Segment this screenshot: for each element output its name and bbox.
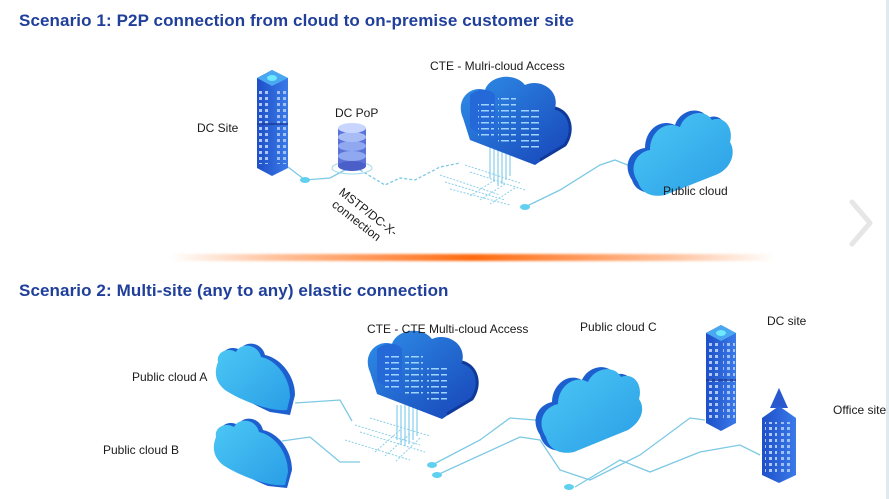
label-public-cloud-b: Public cloud B (103, 443, 180, 457)
dc-pop-database-icon (331, 123, 373, 175)
link-cte-dc-site (436, 417, 706, 481)
label-dc-site: DC Site (197, 121, 239, 135)
label-office-site: Office site (833, 403, 887, 417)
dc-site-building-icon (706, 325, 736, 431)
s2-connection-lines (281, 399, 761, 488)
s2-node-dot (564, 484, 574, 490)
public-cloud-b-icon (213, 418, 292, 488)
s1-node-dot (520, 204, 530, 210)
cte-cte-cloud-server-icon (367, 330, 479, 419)
chevron-right-icon (849, 199, 873, 247)
public-cloud-a-icon (215, 343, 295, 415)
label-dc-pop: DC PoP (335, 106, 379, 120)
s2-node-dot (432, 472, 442, 478)
link-dcsite-pop (287, 166, 346, 181)
s1-fanout-lines (439, 164, 526, 206)
public-cloud-icon (627, 110, 733, 196)
link-cloud-b (281, 436, 360, 463)
scenario-1-title: Scenario 1: P2P connection from cloud to… (19, 11, 575, 30)
s1-connection-lines (287, 159, 641, 208)
s2-cte-wires (396, 405, 418, 446)
link-cte-cloud-c (431, 417, 546, 466)
label-public-cloud-c: Public cloud C (580, 320, 657, 334)
label-public-cloud-a: Public cloud A (132, 370, 208, 384)
link-office (574, 444, 761, 488)
label-public-cloud: Public cloud (663, 184, 728, 198)
label-dc-site-2: DC site (767, 314, 807, 328)
next-slide-button[interactable] (846, 198, 876, 248)
scenario-2-title: Scenario 2: Multi-site (any to any) elas… (19, 281, 449, 300)
scrollbar-track[interactable] (886, 0, 889, 499)
cte-cloud-server-icon (460, 76, 572, 165)
label-cte-multicloud: CTE - Mulri-cloud Access (430, 59, 565, 73)
link-pop-cte (359, 162, 461, 186)
s2-node-dot (427, 462, 437, 468)
section-divider (170, 254, 775, 261)
dc-site-building-icon (257, 70, 288, 176)
s1-node-dot (300, 177, 310, 183)
label-cte-cte-multicloud: CTE - CTE Multi-cloud Access (367, 322, 529, 336)
link-cloud-a (294, 399, 353, 422)
link-cte-public (524, 159, 641, 208)
office-site-building-icon (762, 388, 796, 483)
public-cloud-c-icon (535, 367, 643, 453)
